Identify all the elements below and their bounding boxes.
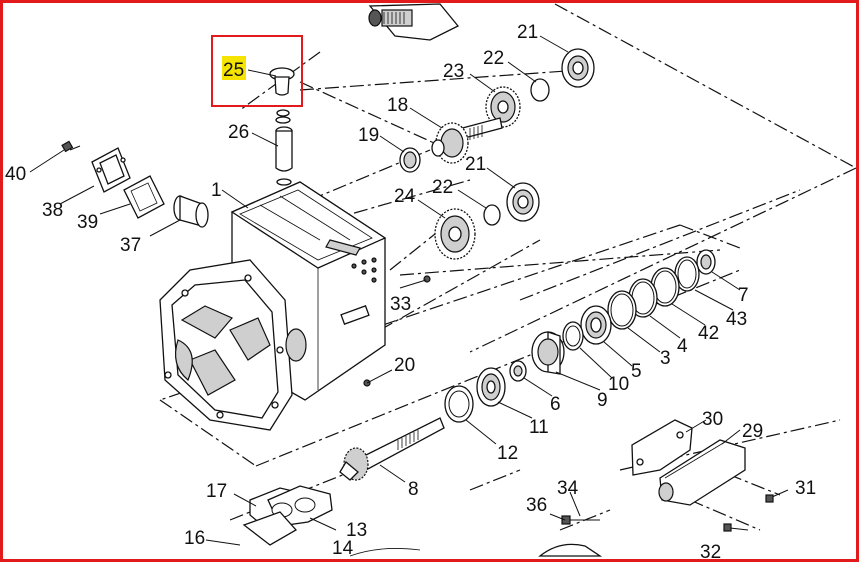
part-23-gear[interactable] (485, 86, 521, 128)
callout-25[interactable]: 25 (223, 60, 244, 81)
callout-17[interactable]: 17 (206, 481, 227, 502)
part-42-o-ring[interactable] (650, 267, 680, 307)
part-17-13-shift-forks[interactable] (242, 485, 333, 546)
callout-14[interactable]: 14 (332, 538, 354, 559)
callout-16[interactable]: 16 (184, 528, 205, 549)
drive-motor-partial (368, 3, 460, 41)
part-7-nut[interactable] (696, 249, 716, 275)
callout-labels: 25 26 21 22 23 18 19 21 22 24 1 40 38 39… (5, 22, 816, 559)
part-39-gasket[interactable] (123, 175, 165, 219)
callout-40[interactable]: 40 (5, 164, 26, 185)
part-25-plug[interactable] (269, 67, 295, 96)
part-11-bearing[interactable] (476, 367, 506, 407)
callout-37[interactable]: 37 (120, 235, 141, 256)
part-10-seal[interactable] (562, 321, 584, 351)
part-38-cover-plate[interactable] (91, 147, 131, 193)
part-30-bracket[interactable] (631, 419, 693, 476)
part-43-o-ring[interactable] (674, 256, 700, 292)
callout-18[interactable]: 18 (387, 95, 408, 116)
part-6-spacer[interactable] (509, 360, 527, 382)
callout-19[interactable]: 19 (358, 125, 379, 146)
callout-5[interactable]: 5 (631, 361, 642, 382)
part-4-o-ring[interactable] (628, 278, 658, 318)
bell-housing-flange (159, 259, 307, 431)
bottom-partial-arc (349, 548, 421, 557)
callout-20[interactable]: 20 (394, 355, 415, 376)
part-36-34-fittings[interactable] (538, 515, 603, 557)
part-18-gear-shaft[interactable] (431, 117, 503, 164)
part-21-bearing-top[interactable] (561, 48, 595, 88)
callout-10[interactable]: 10 (608, 374, 629, 395)
part-26-shaft[interactable] (275, 109, 293, 186)
leader-lines (59, 35, 741, 546)
part-22-snap-ring-mid[interactable] (483, 204, 501, 226)
part-22-snap-ring-top[interactable] (530, 78, 550, 102)
callout-3[interactable]: 3 (660, 348, 671, 369)
part-32-bolt[interactable] (723, 523, 749, 532)
callout-43[interactable]: 43 (726, 309, 747, 330)
part-33-pin[interactable] (423, 275, 431, 283)
highlight-marker-25 (222, 56, 246, 80)
callout-33[interactable]: 33 (390, 294, 411, 315)
part-40-bolt[interactable] (29, 140, 81, 173)
callout-29[interactable]: 29 (742, 421, 763, 442)
highlight-box-25 (211, 35, 303, 107)
callout-21[interactable]: 21 (517, 22, 538, 43)
callout-8[interactable]: 8 (408, 479, 419, 500)
callout-26[interactable]: 26 (228, 122, 249, 143)
exploded-parts-diagram: 25 26 21 22 23 18 19 21 22 24 1 40 38 39… (5, 3, 856, 559)
callout-38[interactable]: 38 (42, 200, 63, 221)
part-3-o-ring[interactable] (607, 290, 637, 330)
callout-21-mid[interactable]: 21 (465, 154, 486, 175)
callout-36[interactable]: 36 (526, 495, 547, 516)
part-21-bearing-mid[interactable] (506, 182, 540, 222)
callout-6[interactable]: 6 (550, 394, 561, 415)
callout-12[interactable]: 12 (497, 443, 518, 464)
callout-1[interactable]: 1 (211, 180, 222, 201)
part-9-retainer[interactable] (531, 331, 565, 375)
callout-30[interactable]: 30 (702, 409, 723, 430)
callout-24[interactable]: 24 (394, 186, 416, 207)
part-24-gear[interactable] (434, 208, 476, 260)
callout-22-mid[interactable]: 22 (432, 177, 453, 198)
part-19-bearing[interactable] (399, 147, 421, 173)
part-12-bushing[interactable] (444, 385, 474, 423)
callout-4[interactable]: 4 (677, 336, 688, 357)
part-37-bushing[interactable] (173, 195, 209, 228)
callout-42[interactable]: 42 (698, 323, 719, 344)
callout-9[interactable]: 9 (597, 390, 608, 411)
part-5-bearing[interactable] (580, 305, 612, 345)
callout-13[interactable]: 13 (346, 520, 367, 541)
callout-32[interactable]: 32 (700, 542, 721, 559)
callout-11[interactable]: 11 (529, 417, 549, 438)
callout-34[interactable]: 34 (557, 478, 579, 499)
callout-23[interactable]: 23 (443, 61, 464, 82)
part-20-pin[interactable] (363, 369, 393, 387)
callout-39[interactable]: 39 (77, 212, 98, 233)
part-8-pinion-shaft[interactable] (339, 417, 445, 481)
part-31-bolt[interactable] (765, 489, 789, 503)
callout-22[interactable]: 22 (483, 48, 504, 69)
callout-31[interactable]: 31 (795, 478, 816, 499)
callout-7[interactable]: 7 (738, 285, 749, 306)
part-29-housing[interactable] (658, 439, 746, 506)
